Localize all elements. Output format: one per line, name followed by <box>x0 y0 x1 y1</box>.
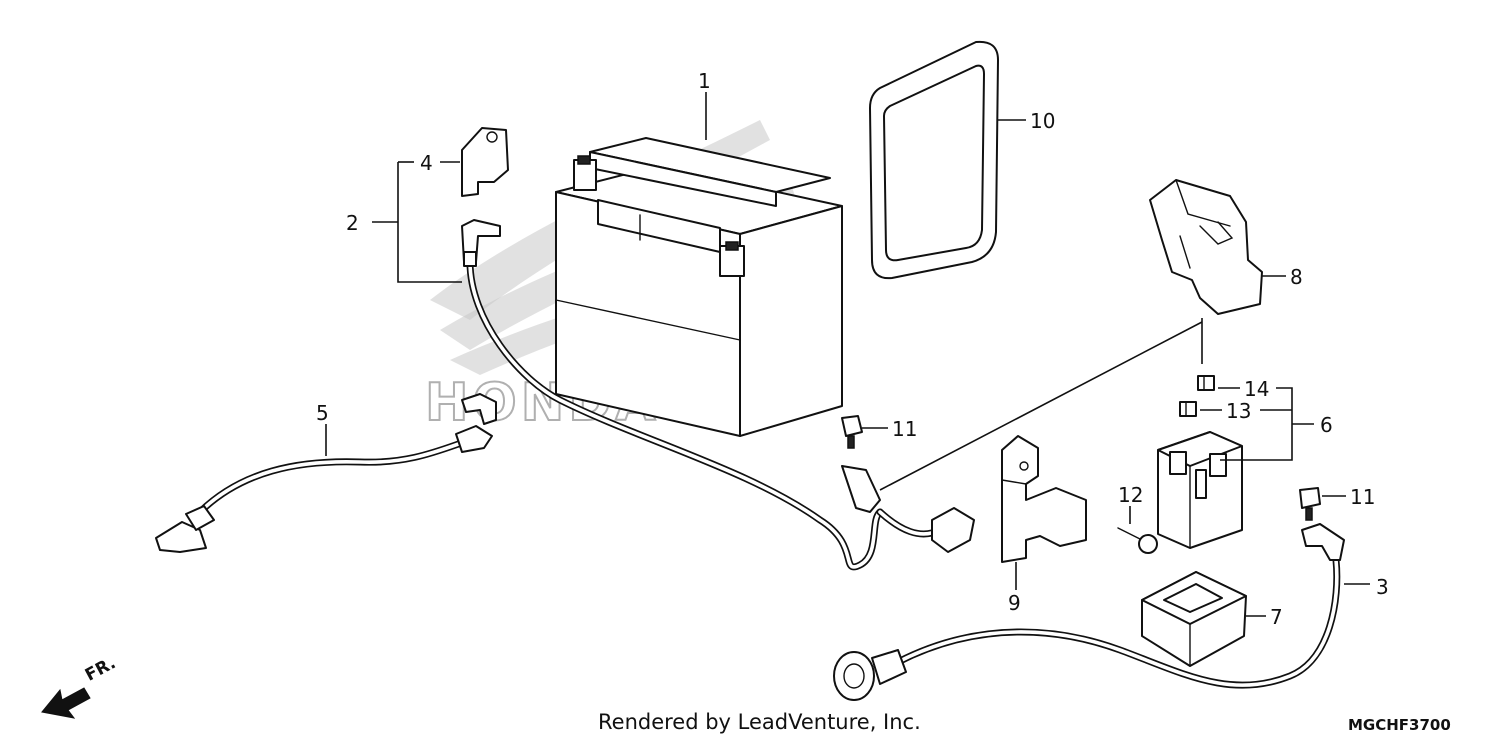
battery-pad <box>869 40 999 280</box>
terminal-cover <box>461 127 509 197</box>
callout-11-lower: 11 <box>1350 485 1375 509</box>
callout-6: 6 <box>1320 413 1333 437</box>
callout-1: 1 <box>698 69 711 93</box>
callout-10: 10 <box>1030 109 1055 133</box>
diagram-code: MGCHF3700 <box>1348 716 1451 734</box>
screw <box>1117 527 1158 554</box>
callout-13: 13 <box>1226 399 1251 423</box>
fuse-13 <box>1179 401 1197 417</box>
relay-bracket <box>1001 435 1087 563</box>
render-credit: Rendered by LeadVenture, Inc. <box>598 710 921 734</box>
callout-3: 3 <box>1376 575 1389 599</box>
callout-8: 8 <box>1290 265 1303 289</box>
positive-cable <box>461 219 975 571</box>
callout-2: 2 <box>346 211 359 235</box>
callout-labels: 1 2 3 4 5 6 7 8 9 10 11 11 12 13 14 <box>316 69 1389 629</box>
front-direction-arrow <box>41 687 91 719</box>
callout-14: 14 <box>1244 377 1269 401</box>
negative-cable <box>155 393 497 553</box>
terminal-bolt-upper <box>841 415 863 449</box>
callout-11-upper: 11 <box>892 417 917 441</box>
battery <box>555 137 843 437</box>
relay-box-cover <box>1149 179 1263 315</box>
fuse-14 <box>1197 375 1215 391</box>
callout-4: 4 <box>420 151 433 175</box>
callout-7: 7 <box>1270 605 1283 629</box>
relay-boot <box>1141 571 1247 667</box>
leader-lines <box>325 92 1370 617</box>
starter-cable <box>833 523 1345 701</box>
callout-5: 5 <box>316 401 329 425</box>
starter-relay <box>1157 431 1243 549</box>
callout-9: 9 <box>1008 591 1021 615</box>
terminal-bolt-lower <box>1299 487 1321 521</box>
callout-12: 12 <box>1118 483 1143 507</box>
